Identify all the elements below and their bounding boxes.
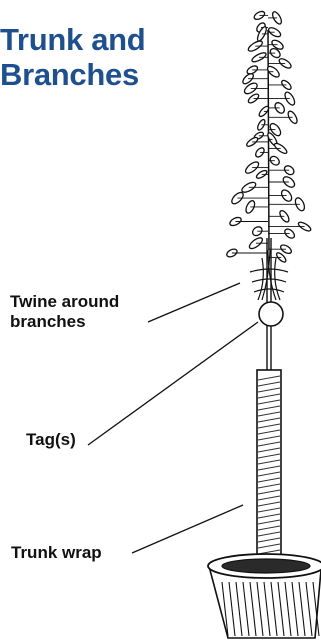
leader-line-tag	[88, 322, 258, 445]
pot-icon	[208, 554, 321, 638]
trunk-wrap	[257, 370, 281, 560]
tag-icon	[259, 302, 283, 326]
leader-line-twine	[148, 283, 240, 322]
leader-line-trunk-wrap	[132, 505, 243, 553]
